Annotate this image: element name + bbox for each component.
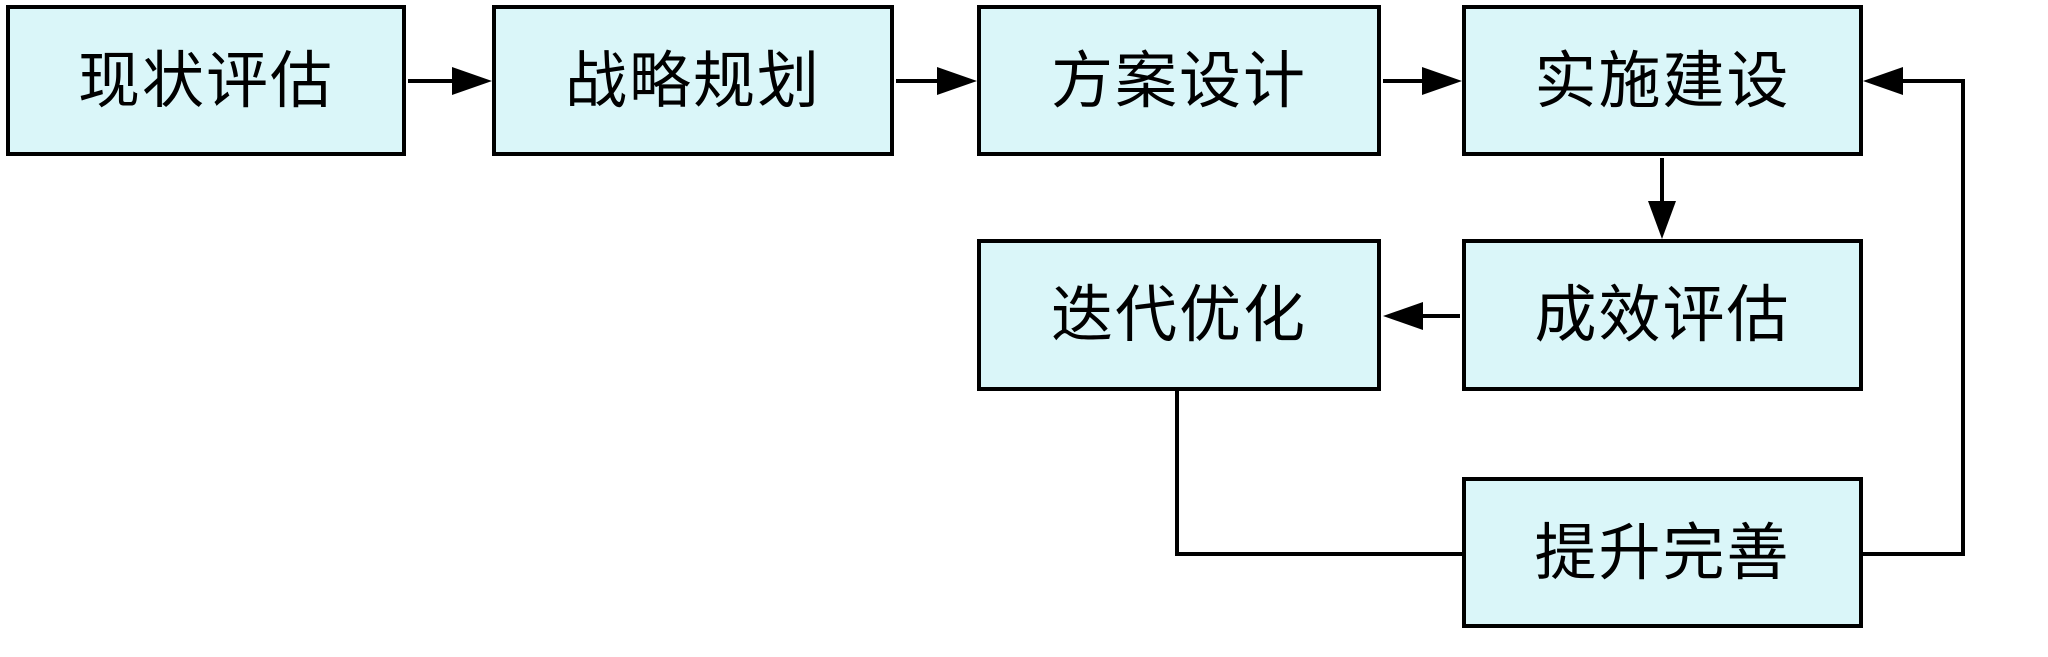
node-solution-design: 方案设计 [977,5,1381,156]
edge-arrow-implementation-to-evaluation [1648,158,1676,239]
node-current-state-assessment: 现状评估 [6,5,406,156]
edge-arrow-planning-to-design [896,67,977,95]
edge-arrow-status-to-planning [408,67,492,95]
node-strategic-planning-label: 战略规划 [564,43,821,117]
node-solution-design-label: 方案设计 [1050,43,1307,117]
node-effect-evaluation-label: 成效评估 [1534,278,1791,351]
node-current-state-assessment-label: 现状评估 [77,43,334,117]
node-iterative-optimization: 迭代优化 [977,239,1381,391]
node-strategic-planning: 战略规划 [492,5,894,156]
node-improvement-perfection-label: 提升完善 [1534,515,1791,589]
edge-line-optimization-to-improvement [1175,391,1462,556]
edge-arrow-improvement-to-implementation-feedback [1863,67,1965,556]
edge-arrow-design-to-implementation [1383,67,1462,95]
node-implementation-construction-label: 实施建设 [1534,43,1791,117]
node-improvement-perfection: 提升完善 [1462,477,1863,628]
node-iterative-optimization-label: 迭代优化 [1050,278,1307,351]
node-effect-evaluation: 成效评估 [1462,239,1863,391]
node-implementation-construction: 实施建设 [1462,5,1863,156]
edge-arrow-evaluation-to-optimization [1383,302,1460,330]
